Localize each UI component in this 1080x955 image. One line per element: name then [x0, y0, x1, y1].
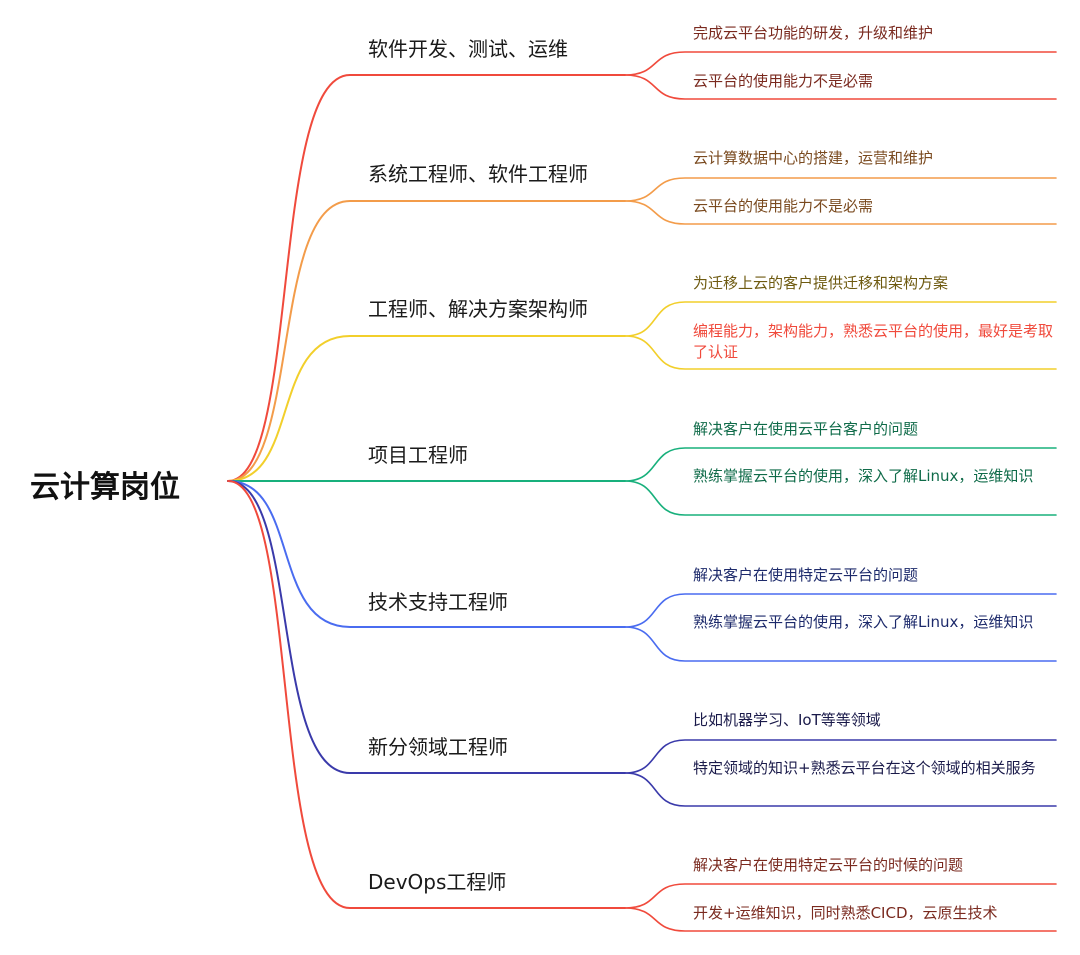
leaf-1-1: 云平台的使用能力不是必需	[693, 197, 874, 215]
leaf-2-1: 编程能力，架构能力，熟悉云平台的使用，最好是考取了认证	[693, 322, 1054, 361]
branch-3-label: 项目工程师	[368, 443, 468, 467]
leaf-5-1: 特定领域的知识+熟悉云平台在这个领域的相关服务	[693, 759, 1036, 777]
leaf-3-0-connector	[624, 447, 1057, 482]
branch-1-label: 系统工程师、软件工程师	[368, 162, 588, 186]
leaf-6-0-connector	[624, 883, 1057, 909]
branch-2-label: 工程师、解决方案架构师	[368, 297, 588, 321]
leaf-5-0-connector	[624, 739, 1057, 774]
branch-5-connector	[227, 480, 626, 774]
leaf-3-0: 解决客户在使用云平台客户的问题	[693, 420, 919, 438]
leaf-0-0-connector	[624, 51, 1057, 76]
branch-6-connector	[227, 480, 626, 909]
leaf-0-1-connector	[624, 74, 1057, 100]
leaf-2-0-connector	[624, 301, 1057, 337]
branch-1-connector	[227, 200, 626, 482]
leaf-2-1-connector	[624, 335, 1057, 370]
leaf-4-1-connector	[624, 626, 1057, 662]
leaf-6-1: 开发+运维知识，同时熟悉CICD，云原生技术	[693, 904, 998, 922]
leaf-0-0: 完成云平台功能的研发，升级和维护	[693, 24, 934, 42]
branch-4-connector	[227, 480, 626, 628]
leaf-3-1-connector	[624, 480, 1057, 516]
leaf-5-0: 比如机器学习、IoT等等领域	[693, 711, 881, 729]
leaf-4-1: 熟练掌握云平台的使用，深入了解Linux，运维知识	[693, 613, 1034, 631]
leaf-6-1-connector	[624, 907, 1057, 932]
branch-2-connector	[227, 335, 626, 482]
branch-5-label: 新分领域工程师	[368, 735, 508, 759]
leaf-1-0: 云计算数据中心的搭建，运营和维护	[693, 149, 934, 167]
leaf-6-0: 解决客户在使用特定云平台的时候的问题	[693, 856, 964, 874]
branch-0-connector	[227, 74, 626, 482]
leaf-4-0: 解决客户在使用特定云平台的问题	[693, 566, 919, 584]
leaf-0-1: 云平台的使用能力不是必需	[693, 72, 874, 90]
branch-6-label: DevOps工程师	[368, 870, 507, 894]
leaf-2-0: 为迁移上云的客户提供迁移和架构方案	[693, 274, 949, 292]
branch-4-label: 技术支持工程师	[368, 590, 508, 614]
leaf-4-0-connector	[624, 593, 1057, 628]
leaf-1-1-connector	[624, 200, 1057, 225]
root-topic: 云计算岗位	[30, 470, 180, 505]
leaf-3-1: 熟练掌握云平台的使用，深入了解Linux，运维知识	[693, 467, 1034, 485]
leaf-5-1-connector	[624, 772, 1057, 807]
branch-0-label: 软件开发、测试、运维	[368, 37, 568, 61]
leaf-1-0-connector	[624, 177, 1057, 202]
